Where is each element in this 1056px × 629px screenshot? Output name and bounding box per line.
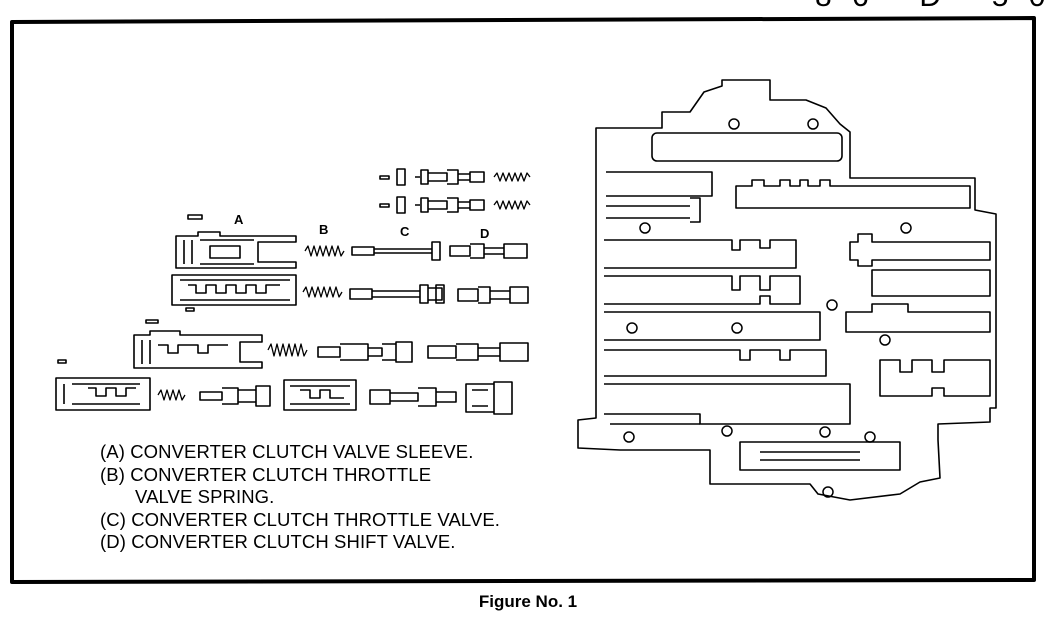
row1-spring bbox=[304, 245, 345, 257]
small-valve-top bbox=[379, 168, 531, 186]
figure-frame bbox=[10, 16, 1036, 584]
row1-valve-d bbox=[449, 243, 528, 259]
corner-note: 8 6 - D - 5 0 bbox=[815, 0, 1051, 14]
legend-item-b: (B) CONVERTER CLUTCH THROTTLE bbox=[100, 463, 432, 485]
row2-spring bbox=[302, 286, 343, 298]
row2-valve-d bbox=[457, 286, 529, 304]
small-valve-second bbox=[379, 196, 531, 214]
part-label-c: C bbox=[400, 224, 410, 239]
row3-sleeve bbox=[133, 319, 263, 369]
row2-sleeve bbox=[171, 274, 297, 312]
row4-sleeve bbox=[55, 377, 151, 411]
row4-spring bbox=[157, 389, 186, 401]
row1-sleeve bbox=[175, 214, 297, 269]
valve-bores bbox=[604, 171, 991, 471]
row3-valve-d bbox=[427, 342, 529, 362]
part-label-a: A bbox=[234, 212, 244, 227]
figure-caption: Figure No. 1 bbox=[478, 592, 578, 611]
part-label-b: B bbox=[319, 222, 329, 237]
legend-item-d: (D) CONVERTER CLUTCH SHIFT VALVE. bbox=[100, 531, 456, 552]
row3-pin bbox=[57, 359, 67, 364]
row4-valve bbox=[199, 385, 271, 407]
bolt-holes bbox=[623, 118, 912, 498]
legend-item-c: (C) CONVERTER CLUTCH THROTTLE VALVE. bbox=[100, 508, 501, 530]
row4-sleeve-2 bbox=[283, 379, 357, 411]
row4-valve-c bbox=[369, 387, 457, 407]
valve-body-outline bbox=[577, 79, 997, 501]
exploded-valve-parts bbox=[55, 168, 531, 415]
valve-body bbox=[577, 79, 997, 501]
row2-valve-c bbox=[349, 284, 445, 304]
row1-valve-c bbox=[351, 241, 441, 261]
row4-valve-d bbox=[465, 381, 513, 415]
legend: (A) CONVERTER CLUTCH VALVE SLEEVE. (B) C… bbox=[100, 441, 500, 554]
legend-item-a: (A) CONVERTER CLUTCH VALVE SLEEVE. bbox=[100, 441, 474, 462]
part-label-d: D bbox=[480, 226, 490, 241]
legend-item-b-continued: VALVE SPRING. bbox=[135, 486, 275, 507]
row3-valve-c bbox=[317, 341, 413, 363]
row3-spring bbox=[267, 343, 308, 357]
